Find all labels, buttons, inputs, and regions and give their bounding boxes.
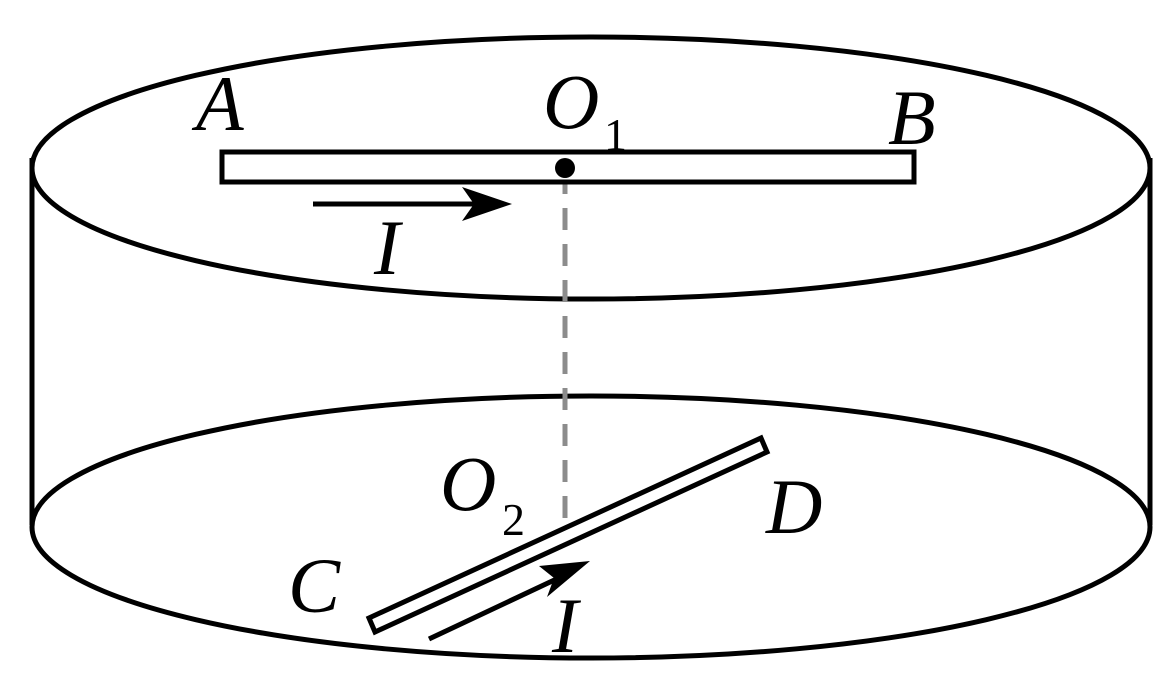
- label-o1: O: [543, 58, 599, 145]
- label-i-top: I: [373, 204, 404, 291]
- label-c: C: [288, 542, 341, 629]
- label-o2-subscript: 2: [502, 494, 525, 545]
- label-i-bottom: I: [551, 582, 582, 669]
- top-ellipse: [29, 34, 1153, 302]
- point-o1: [555, 158, 575, 178]
- label-d: D: [765, 463, 822, 550]
- current-arrow-bottom-shaft: [427, 572, 567, 642]
- bottom-ellipse: [29, 393, 1153, 661]
- rod-cd: [365, 434, 771, 636]
- label-o2: O: [440, 440, 496, 527]
- current-arrow-top-head: [462, 187, 512, 221]
- label-o1-subscript: 1: [604, 109, 627, 160]
- current-arrow-bottom-head: [539, 561, 590, 597]
- label-a: A: [191, 60, 244, 147]
- label-b: B: [888, 74, 936, 161]
